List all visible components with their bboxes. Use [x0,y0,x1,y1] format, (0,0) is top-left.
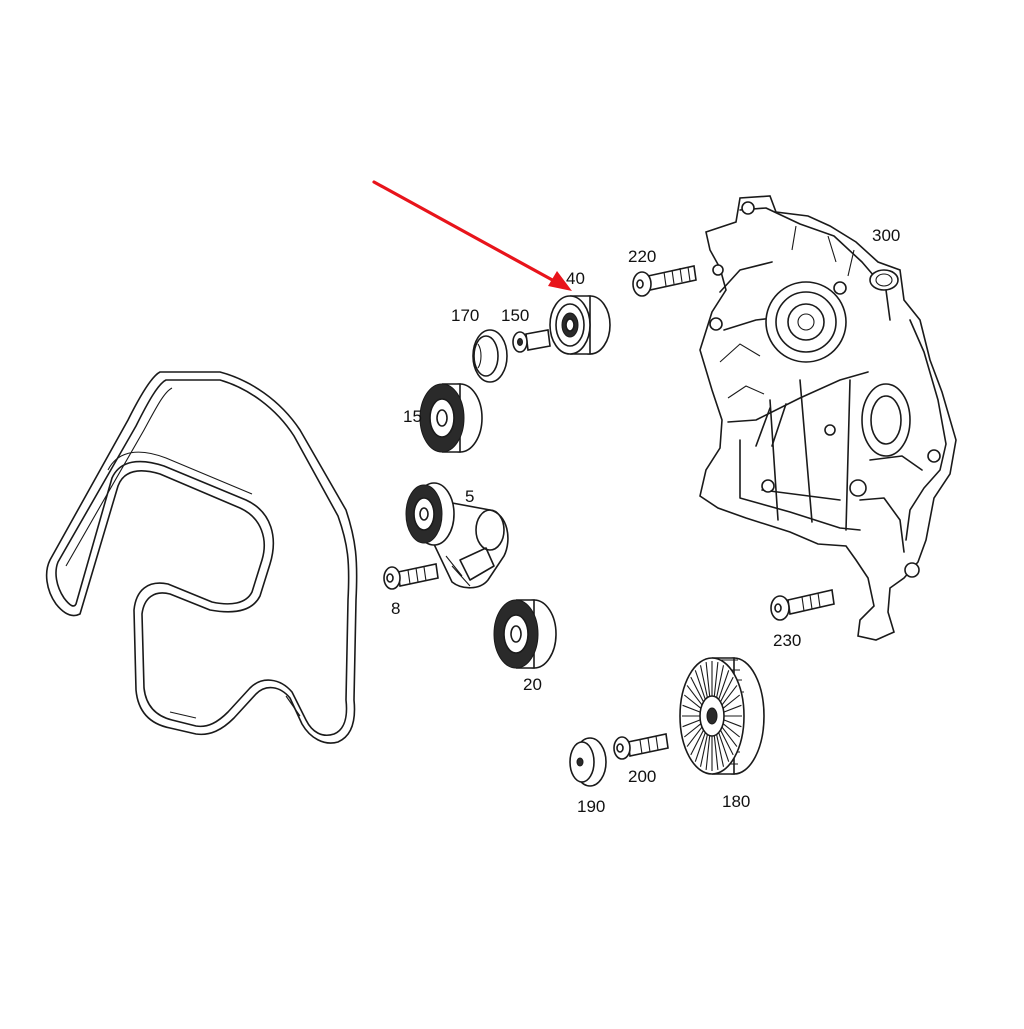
pulley-spoke [690,676,704,703]
label-part-15: 15 [403,407,422,426]
label-part-40: 40 [566,269,585,288]
pulley-spoke [720,676,734,703]
label-part-20: 20 [523,675,542,694]
pulley-spoke [721,726,738,747]
label-part-190: 190 [577,797,606,816]
label-part-200: 200 [628,767,657,786]
bolt-8[interactable] [383,563,439,590]
pulley-spoke [699,734,708,767]
pulley-spoke [686,685,703,706]
housing-bracket-300[interactable] [699,195,957,641]
pulley-spoke [713,735,719,770]
belt-tensioner-5[interactable] [405,482,509,589]
pulley-spoke [716,665,725,698]
bolt-200[interactable] [613,733,669,760]
pulley-spoke [718,670,730,700]
pulley-spoke [705,662,711,697]
idler-pulley-40[interactable] [549,295,611,355]
label-part-230: 230 [773,631,802,650]
pulley-spoke [716,734,725,767]
bolt-150[interactable] [512,329,551,353]
pulley-spoke [723,704,742,713]
pointer-arrow [372,180,572,291]
pulley-spoke [721,685,738,706]
pulley-spoke [690,729,704,756]
grooved-pulley-20[interactable] [493,599,557,669]
label-part-220: 220 [628,247,657,266]
drive-belt [45,371,358,744]
label-part-170: 170 [451,306,480,325]
cap-190[interactable] [569,737,607,787]
pulley-spoke [722,723,741,738]
pulley-spoke [705,735,711,770]
pulley-spoke [723,719,742,728]
label-part-150: 150 [501,306,530,325]
label-part-180: 180 [722,792,751,811]
label-part-8: 8 [391,599,401,618]
bolt-230[interactable] [770,589,835,621]
label-part-5: 5 [465,487,475,506]
pulley-spoke [713,662,719,697]
grooved-pulley-15[interactable] [419,383,483,453]
pulley-spoke [686,726,703,747]
pulley-spoke [722,694,741,709]
pulley-spoke [694,732,706,762]
pulley-spoke [683,694,702,709]
pulley-spoke [699,665,708,698]
pulley-spoke [720,729,734,756]
large-pulley-180[interactable] [679,657,765,775]
pulley-spoke [683,723,702,738]
cap-170[interactable] [472,329,508,383]
pulley-spoke [682,704,701,713]
pulley-spoke [694,670,706,700]
bolt-220[interactable] [632,265,697,297]
label-part-300: 300 [872,226,901,245]
pulley-spoke [718,732,730,762]
pulley-spoke [682,719,701,728]
